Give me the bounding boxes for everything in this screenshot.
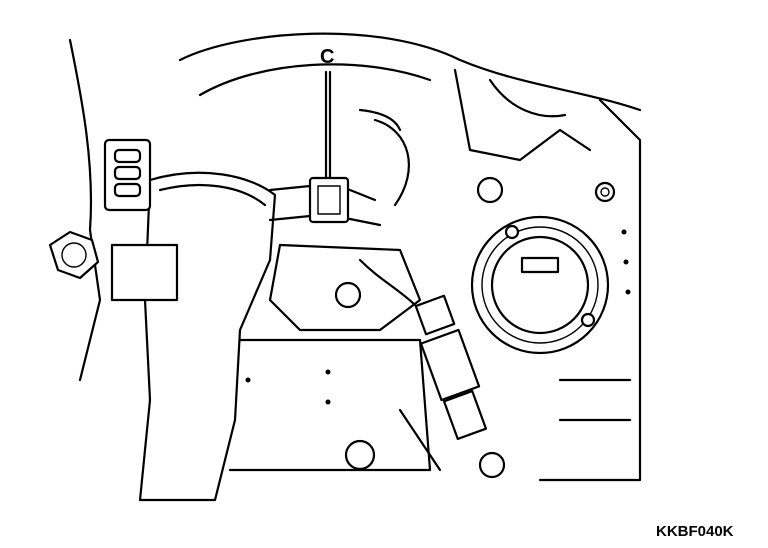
connector-pin-1 xyxy=(113,148,142,164)
transmission-case-top xyxy=(228,338,432,472)
bracket-top xyxy=(453,68,592,162)
housing-screw-bottom xyxy=(580,312,596,328)
bracket-curve xyxy=(488,78,567,118)
upper-bolt xyxy=(476,176,504,204)
left-nut-bore xyxy=(61,242,87,268)
round-housing-mid xyxy=(481,226,599,344)
connector-pin-3 xyxy=(113,182,142,198)
stud-2 xyxy=(325,399,331,405)
stud-4 xyxy=(621,229,627,235)
lower-bolt-right xyxy=(478,451,506,479)
round-housing-inner xyxy=(490,235,590,335)
right-housing-edge xyxy=(598,98,642,212)
center-bolt xyxy=(334,281,362,309)
right-case-ribs xyxy=(558,378,632,422)
figure-code: KKBF040K xyxy=(656,523,734,540)
callout-label-c: C xyxy=(320,46,335,68)
right-case-edge xyxy=(538,208,642,482)
sensor-wire-loop xyxy=(373,118,410,207)
connector-body xyxy=(419,328,481,402)
stud-6 xyxy=(625,289,631,295)
left-hex-nut xyxy=(48,230,100,280)
large-hose xyxy=(138,171,277,502)
connector-head xyxy=(414,294,456,336)
housing-slot xyxy=(520,256,560,274)
hose-ring xyxy=(158,183,267,207)
sensor-c xyxy=(308,176,350,224)
sensor-wire-loop-outer xyxy=(358,108,402,132)
lower-bolt-left xyxy=(344,439,376,471)
stud-1 xyxy=(325,369,331,375)
left-small-box xyxy=(110,243,179,302)
housing-screw-top xyxy=(504,224,520,240)
stud-3 xyxy=(245,377,251,383)
right-washer xyxy=(594,181,616,203)
sensor-c-face xyxy=(317,185,341,215)
lower-rod xyxy=(398,408,442,472)
upper-cover-edge xyxy=(178,32,642,112)
right-washer-hole xyxy=(600,187,610,197)
connector-wire xyxy=(358,258,417,307)
left-shroud-edge xyxy=(68,38,102,382)
upper-cover-inner xyxy=(198,63,432,97)
connector-tail xyxy=(442,389,488,441)
connector-pin-2 xyxy=(113,165,142,181)
stud-5 xyxy=(623,259,629,265)
center-bracket xyxy=(268,243,422,332)
